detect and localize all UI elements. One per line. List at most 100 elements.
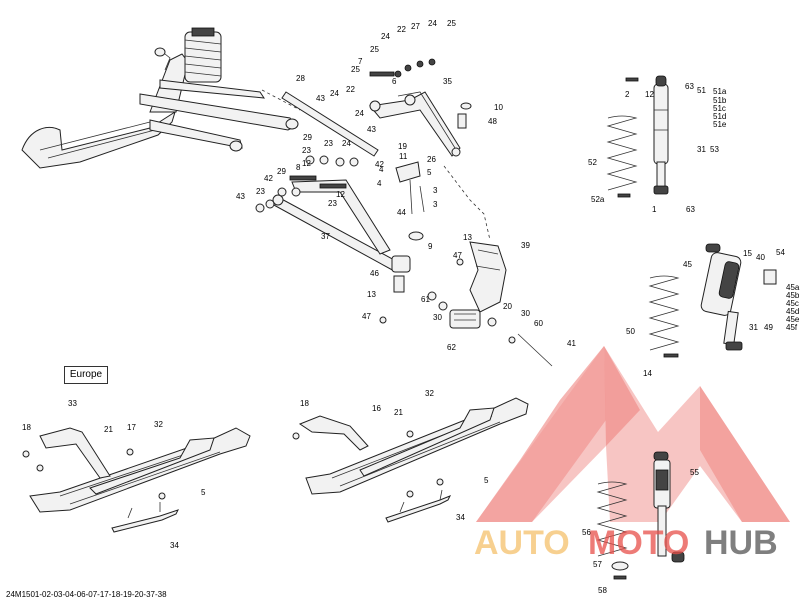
callout-c77: 45c: [786, 299, 799, 308]
callout-c100: 57: [593, 560, 602, 569]
callout-c19: 29: [303, 133, 312, 142]
footer-part-code: 24M1501-02-03-04-06-07-17-18-19-20-37-38: [6, 590, 167, 599]
callout-c53: 60: [534, 319, 543, 328]
callout-c42: 9: [428, 242, 433, 251]
callout-c94: 16: [372, 404, 381, 413]
callout-c37: 23: [328, 199, 337, 208]
callout-c86: 18: [22, 423, 31, 432]
callout-c13: 25: [447, 19, 456, 28]
callout-c10: 22: [397, 25, 406, 34]
spring-56: [596, 481, 629, 580]
shock-absorber-51: [653, 75, 669, 195]
callout-c91: 34: [170, 541, 179, 550]
callout-c89: 32: [154, 420, 163, 429]
callout-c28: 8: [296, 163, 301, 172]
watermark-word-3: HUB: [704, 524, 778, 562]
callout-c74: 45: [683, 260, 692, 269]
callout-c101: 58: [598, 586, 607, 595]
callout-c12: 24: [428, 19, 437, 28]
callout-c62: 2: [625, 90, 630, 99]
callout-c96: 5: [484, 476, 489, 485]
callout-c56: 51: [697, 86, 706, 95]
callout-c83: 49: [764, 323, 773, 332]
callout-c18: 43: [367, 125, 376, 134]
callout-c84: 14: [643, 369, 652, 378]
callout-c90: 5: [201, 488, 206, 497]
callout-c25: 26: [427, 155, 436, 164]
front-suspension-assembly: [21, 27, 299, 169]
callout-c35: 12: [336, 190, 345, 199]
callout-c68: 52a: [591, 195, 605, 204]
callout-c63: 12: [645, 90, 654, 99]
callout-c8: 25: [370, 45, 379, 54]
callout-c73: 54: [776, 248, 785, 257]
callout-c7: 7: [358, 57, 363, 66]
callout-c41: 37: [321, 232, 330, 241]
watermark-word-1: AUTO: [474, 524, 570, 562]
callout-c57: 51a: [713, 87, 727, 96]
callout-c14: 6: [392, 77, 397, 86]
spindle-group: [379, 231, 553, 367]
callout-c24: 11: [399, 152, 408, 161]
callout-c69: 1: [652, 205, 657, 214]
callout-c92: 32: [425, 389, 434, 398]
callout-c54: 62: [447, 343, 456, 352]
callout-c55: 41: [567, 339, 576, 348]
callout-c60: 51d: [713, 112, 726, 121]
callout-c20: 23: [324, 139, 333, 148]
callout-c9: 24: [381, 32, 390, 41]
callout-c16: 10: [494, 103, 503, 112]
callout-c79: 45e: [786, 315, 800, 324]
callout-c98: 55: [690, 468, 699, 477]
region-label: Europe: [69, 369, 103, 380]
callout-c58: 51b: [713, 96, 727, 105]
callout-c23: 19: [398, 142, 407, 151]
callout-c43: 13: [463, 233, 472, 242]
spring-52: [606, 115, 638, 198]
callout-c81: 50: [626, 327, 635, 336]
callout-c64: 63: [685, 82, 694, 91]
callout-c65: 52: [588, 158, 597, 167]
callout-c1: 28: [296, 74, 305, 83]
callout-c78: 45d: [786, 307, 799, 316]
callout-c80: 45f: [786, 323, 798, 332]
shock-absorber-45: [700, 243, 777, 351]
callout-c32: 42: [264, 174, 273, 183]
callout-c26: 12: [302, 159, 311, 168]
callout-c71: 15: [743, 249, 752, 258]
callout-c44: 39: [521, 241, 530, 250]
callout-c36: 43: [236, 192, 245, 201]
callout-c39: 3: [433, 200, 438, 209]
callout-c11: 27: [411, 22, 420, 31]
watermark-word-2: MOTO: [588, 524, 689, 562]
callout-c40: 44: [397, 208, 406, 217]
callout-c75: 45a: [786, 283, 800, 292]
callout-c85: 33: [68, 399, 77, 408]
callout-c70: 63: [686, 205, 695, 214]
callout-c48: 61: [421, 295, 430, 304]
ski-left-assembly: [22, 427, 251, 533]
callout-c4: 22: [346, 85, 355, 94]
callout-c45: 47: [453, 251, 462, 260]
callout-c59: 51c: [713, 104, 726, 113]
callout-c33: 4: [377, 179, 382, 188]
callout-c67: 53: [710, 145, 719, 154]
region-label-box: Europe: [64, 366, 108, 384]
callout-c21: 24: [342, 139, 351, 148]
spring-50: [648, 275, 680, 358]
callout-c3: 24: [330, 89, 339, 98]
callout-c17: 48: [488, 117, 497, 126]
callout-c66: 31: [697, 145, 706, 154]
callout-c50: 47: [362, 312, 371, 321]
callout-c52: 30: [521, 309, 530, 318]
callout-c5: 24: [355, 109, 364, 118]
callout-c72: 40: [756, 253, 765, 262]
callout-c34: 23: [256, 187, 265, 196]
watermark-logo: [476, 346, 790, 522]
watermark-text: AUTO MOTO HUB: [474, 524, 778, 562]
callout-c88: 17: [127, 423, 136, 432]
upper-a-arm-group: [281, 58, 472, 157]
callout-c46: 46: [370, 269, 379, 278]
